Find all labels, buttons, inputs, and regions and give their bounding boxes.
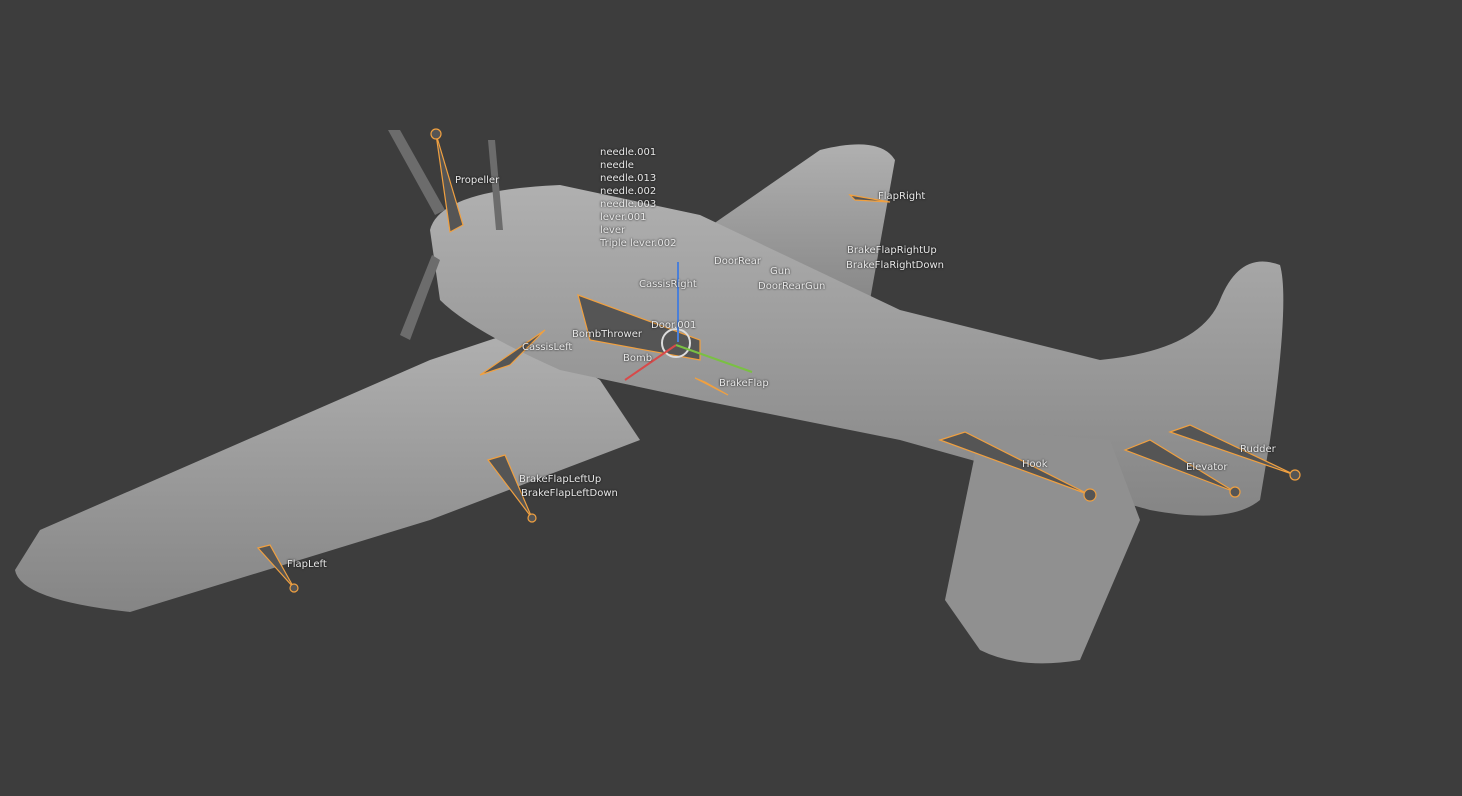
bone-label: BrakeFlap	[719, 378, 769, 389]
bone-label: needle.001	[600, 147, 657, 158]
bone-label: BombThrower	[572, 329, 642, 340]
armature-bones[interactable]	[256, 128, 1301, 593]
bone-label: lever	[600, 225, 626, 236]
bone-label: Gun	[770, 266, 791, 277]
bone-label: Triple lever.002	[600, 238, 677, 249]
bone-label: needle.003	[600, 199, 657, 210]
bone-label: CassisRight	[639, 279, 697, 290]
bone-label: DoorRear	[714, 256, 761, 267]
bone-label: needle.013	[600, 173, 657, 184]
bone-label: FlapLeft	[287, 559, 327, 570]
bone-label: BrakeFlapLeftUp	[519, 474, 602, 485]
bone-label: Propeller	[455, 175, 500, 186]
left-wing	[15, 330, 640, 612]
bone-label: CassisLeft	[522, 342, 573, 353]
bone-label: DoorRearGun	[758, 281, 826, 292]
bone-label: needle.002	[600, 186, 657, 197]
bone-label: Door.001	[651, 320, 697, 331]
bone-label: BrakeFlapRightUp	[847, 245, 937, 256]
bone-label: needle	[600, 160, 634, 171]
3d-cursor[interactable]	[661, 328, 691, 358]
bone-label: Bomb	[623, 353, 653, 364]
bone-label: BrakeFlapLeftDown	[521, 488, 618, 499]
fuselage	[430, 185, 1284, 516]
propeller	[388, 130, 503, 340]
bone-label: FlapRight	[878, 191, 926, 202]
bone-label: Elevator	[1186, 462, 1228, 473]
bone-label: Rudder	[1240, 444, 1276, 455]
tailplane	[945, 430, 1140, 664]
bone-label: lever.001	[600, 212, 647, 223]
bone-label: BrakeFlaRightDown	[846, 260, 945, 271]
gizmo-x-arrow[interactable]	[624, 344, 677, 381]
bone-label: Hook	[1022, 459, 1048, 470]
gizmo-y-arrow[interactable]	[675, 344, 753, 373]
